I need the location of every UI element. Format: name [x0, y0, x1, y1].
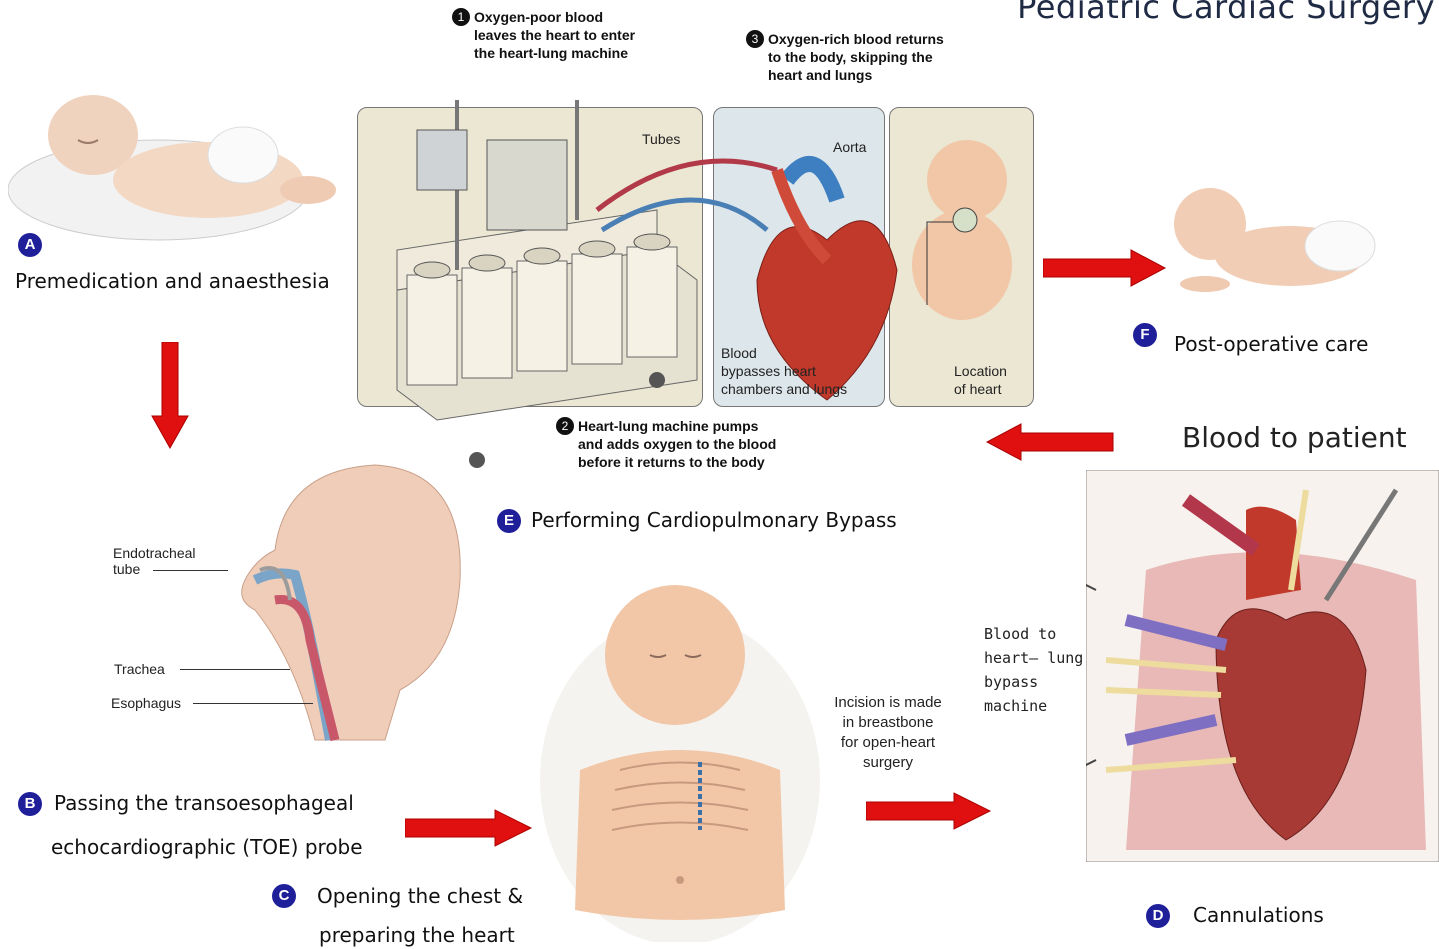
crawling-baby-illustration [1170, 176, 1385, 306]
airway-cross-section-illustration [215, 460, 470, 760]
arrow-b-to-c [405, 808, 533, 848]
step-b-label-line1: Passing the transoesophageal [54, 791, 354, 815]
arrow-d-to-e [985, 423, 1115, 461]
heart-lung-machine-illustration [357, 80, 1037, 470]
baby-chest-illustration [540, 580, 820, 942]
step-c-badge: C [272, 884, 296, 908]
cannulation-illustration [1086, 470, 1439, 862]
step-f-label: Post-operative care [1174, 332, 1368, 356]
step-a-badge: A [18, 233, 42, 257]
step-c-label-line1: Opening the chest & [317, 884, 523, 908]
arrow-e-to-f [1043, 248, 1167, 288]
step-b-label-line2: echocardiographic (TOE) probe [51, 835, 363, 859]
step-b-badge: B [18, 792, 42, 816]
tubes-label: Tubes [642, 131, 680, 147]
sleeping-baby-illustration [8, 60, 338, 250]
esophagus-label: Esophagus [111, 695, 181, 711]
page-title: Pediatric Cardiac Surgery [1017, 0, 1435, 26]
step-e-badge: E [497, 509, 521, 533]
step-c-label-line2: preparing the heart [319, 923, 515, 947]
step-d-badge: D [1146, 904, 1170, 928]
step-a-label: Premedication and anaesthesia [15, 269, 330, 293]
endotracheal-leader-line [153, 570, 228, 571]
step-e-label: Performing Cardiopulmonary Bypass [531, 508, 897, 532]
blood-to-patient-label: Blood to patient [1182, 421, 1407, 454]
trachea-label: Trachea [114, 661, 165, 677]
step-d-label: Cannulations [1193, 903, 1324, 927]
step-f-badge: F [1133, 323, 1157, 347]
aorta-label: Aorta [833, 139, 866, 155]
trachea-leader-line [180, 669, 290, 670]
esophagus-leader-line [193, 703, 313, 704]
arrow-a-to-b [150, 342, 190, 450]
arrow-c-to-d [866, 791, 992, 831]
